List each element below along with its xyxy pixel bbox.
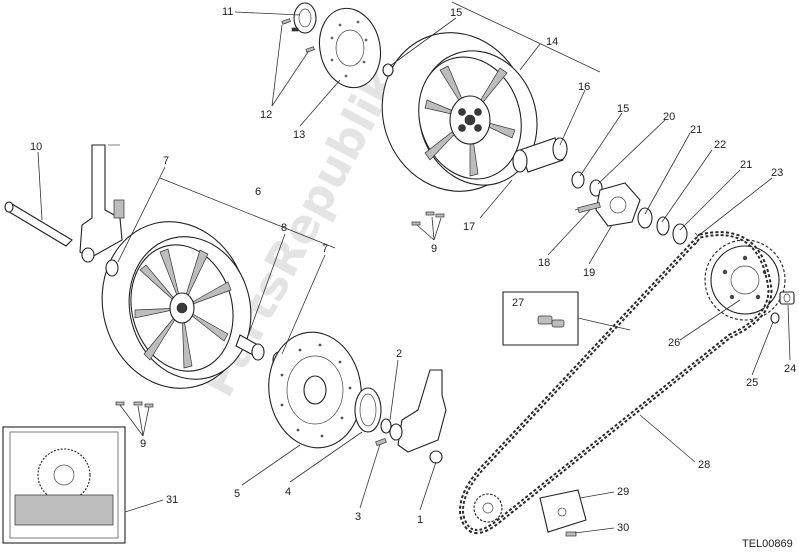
left-fork-leg[interactable]: [79, 144, 125, 263]
callout-23: 23: [771, 167, 783, 179]
callout-8: 8: [281, 222, 287, 234]
callout-26: 26: [668, 337, 680, 349]
right-fork-leg[interactable]: [380, 369, 447, 464]
bracket-line-6: [159, 177, 336, 249]
washers-circlips[interactable]: [637, 207, 699, 246]
callout-5: 5: [234, 488, 240, 500]
drive-chain[interactable]: [459, 231, 773, 534]
callout-6: 6: [255, 186, 261, 198]
callout-30: 30: [617, 522, 629, 534]
sensor-ring-screw[interactable]: [375, 437, 387, 447]
callout-25: 25: [746, 377, 758, 389]
callout-3: 3: [355, 511, 361, 523]
rear-wheel[interactable]: [362, 14, 554, 211]
callout-17: 17: [463, 221, 475, 233]
inset-detail[interactable]: [2, 426, 126, 544]
callout-13: 13: [293, 129, 305, 141]
callout-9b: 9: [431, 243, 437, 255]
callout-19: 19: [583, 267, 595, 279]
front-sensor-ring[interactable]: [354, 387, 382, 433]
sensor-ring[interactable]: [291, 2, 317, 34]
valve-screws[interactable]: [115, 211, 445, 408]
front-wheel[interactable]: [84, 205, 267, 405]
callout-11: 11: [222, 6, 233, 18]
callout-7b: 7: [322, 243, 328, 255]
callout-labels: 1 2 3 4 5 6 7 7 8 9 9 9 10 11 12 13 14 1…: [30, 6, 796, 534]
sprocket-flange[interactable]: [574, 182, 641, 227]
callout-28: 28: [698, 459, 710, 471]
callout-27: 27: [512, 297, 524, 309]
callout-9a: 9: [140, 438, 146, 450]
callout-14: 14: [546, 36, 558, 48]
callout-2: 2: [396, 348, 402, 360]
callout-15b: 15: [617, 103, 629, 115]
callout-4: 4: [285, 486, 291, 498]
callout-10: 10: [30, 141, 42, 153]
callout-20: 20: [663, 111, 675, 123]
sprocket-nut[interactable]: [770, 291, 795, 324]
callout-15a: 15: [450, 7, 462, 19]
callout-12: 12: [260, 109, 272, 121]
front-wheel-bearing-left[interactable]: [105, 259, 119, 277]
callout-24: 24: [784, 363, 796, 375]
callout-21a: 21: [690, 124, 702, 136]
rear-disc-screws[interactable]: [281, 18, 315, 53]
leader-lines: [37, 11, 791, 534]
callout-16: 16: [578, 81, 590, 93]
callout-29: 29: [617, 486, 629, 498]
rear-axle-spacer[interactable]: [382, 63, 603, 197]
callout-21b: 21: [740, 159, 752, 171]
front-sprocket[interactable]: [473, 493, 503, 523]
callout-22: 22: [714, 139, 726, 151]
bracket-line-14: [451, 1, 601, 73]
callout-31: 31: [166, 494, 178, 506]
front-axle[interactable]: [4, 201, 73, 247]
chain-link-detail[interactable]: [502, 291, 631, 346]
front-brake-disc[interactable]: [261, 326, 368, 454]
callout-18: 18: [538, 257, 550, 269]
reference-code: TEL00869: [742, 538, 793, 550]
rear-brake-disc[interactable]: [312, 3, 387, 94]
callout-7a: 7: [163, 155, 169, 167]
callout-1: 1: [417, 514, 423, 526]
chain-guard[interactable]: [539, 489, 587, 537]
rear-sprocket[interactable]: [704, 239, 786, 321]
